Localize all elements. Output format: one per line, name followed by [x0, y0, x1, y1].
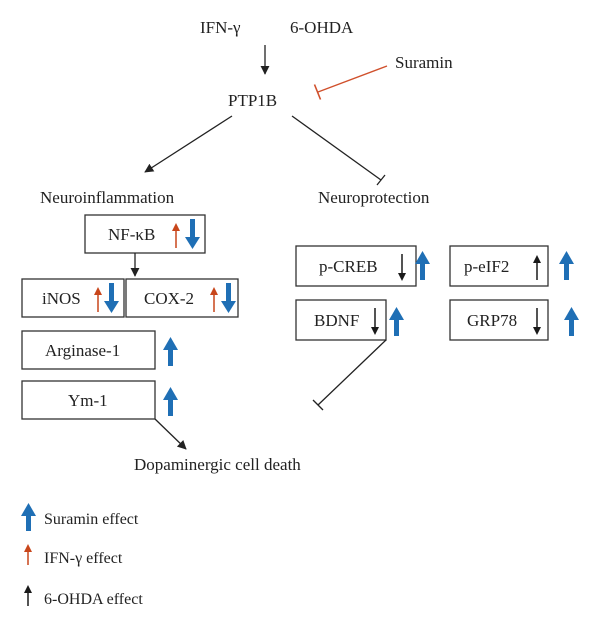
suramin-inhibition-line	[313, 65, 388, 100]
inos-box: iNOS	[21, 278, 125, 318]
ohda-up-arrow-icon	[533, 255, 541, 280]
suramin-label: Suramin	[395, 53, 453, 72]
ym1-to-cell-death-arrow	[154, 418, 187, 450]
suramin-up-arrow-icon	[163, 387, 178, 416]
ohda-down-arrow-icon	[398, 254, 406, 281]
ym1-box: Ym-1	[21, 380, 156, 420]
suramin-down-arrow-icon	[104, 283, 119, 313]
legend-ifn-label: IFN-γ effect	[44, 550, 123, 567]
cox2-label: COX-2	[144, 289, 194, 308]
suramin-down-arrow-icon	[221, 283, 236, 313]
pcreb-box: p-CREB	[295, 245, 417, 287]
inos-label: iNOS	[42, 289, 81, 308]
red-up-arrow-icon	[24, 544, 32, 565]
bdnf-label: BDNF	[314, 311, 359, 330]
neuroinflammation-heading: Neuroinflammation	[40, 188, 175, 207]
grp78-box: GRP78	[449, 299, 549, 341]
suramin-up-arrow-icon	[389, 307, 404, 336]
nfkb-box: NF-κB	[84, 214, 206, 254]
ifn-up-arrow-icon	[210, 287, 218, 312]
suramin-up-arrow-icon	[559, 251, 574, 280]
bdnf-box: BDNF	[295, 299, 387, 341]
bdnf-inhibits-cell-death-line	[312, 339, 387, 411]
ifn-gamma-label: IFN-γ	[200, 18, 241, 37]
suramin-legend-item: Suramin effect	[21, 503, 139, 531]
arginase-box: Arginase-1	[21, 330, 156, 370]
ohda-label: 6-OHDA	[290, 18, 354, 37]
pcreb-label: p-CREB	[319, 257, 378, 276]
ohda-down-arrow-icon	[533, 308, 541, 335]
suramin-down-arrow-icon	[185, 219, 200, 249]
ohda-down-arrow-icon	[371, 308, 379, 335]
blue-up-arrow-icon	[21, 503, 36, 531]
suramin-up-arrow-icon	[163, 337, 178, 366]
ohda-legend-item: 6-OHDA effect	[24, 585, 143, 608]
suramin-up-arrow-icon	[564, 307, 579, 336]
cox2-box: COX-2	[125, 278, 239, 318]
outcome-label: Dopaminergic cell death	[134, 455, 301, 474]
ifn-up-arrow-icon	[94, 287, 102, 312]
peif2-label: p-eIF2	[464, 257, 509, 276]
ptp1b-label: PTP1B	[228, 91, 277, 110]
ptp1b-to-neuroinflammation-arrow	[144, 115, 233, 173]
legend-suramin-label: Suramin effect	[44, 511, 139, 528]
ifn-up-arrow-icon	[172, 223, 180, 248]
peif2-box: p-eIF2	[449, 245, 549, 287]
suramin-up-arrow-icon	[415, 251, 430, 280]
neuroprotection-heading: Neuroprotection	[318, 188, 430, 207]
ptp1b-inhibits-neuroprotection-line	[291, 115, 386, 186]
arginase-label: Arginase-1	[45, 341, 120, 360]
legend-ohda-label: 6-OHDA effect	[44, 591, 143, 608]
ifn-legend-item: IFN-γ effect	[24, 544, 123, 567]
black-up-arrow-icon	[24, 585, 32, 606]
grp78-label: GRP78	[467, 311, 517, 330]
ym1-label: Ym-1	[68, 391, 108, 410]
nfkb-label: NF-κB	[108, 225, 155, 244]
legend: Suramin effect IFN-γ effect 6-OHDA effec…	[21, 503, 143, 608]
